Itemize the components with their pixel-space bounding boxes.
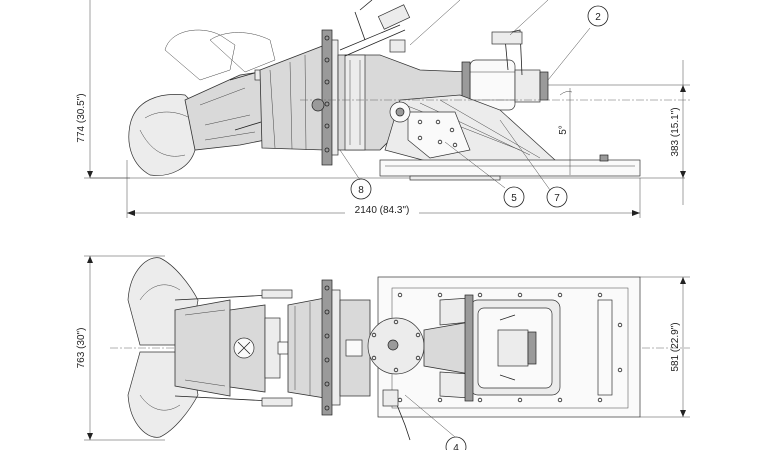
dim-side-shaft-height: 383 (15.1") (670, 107, 681, 156)
balloon-7-label: 7 (554, 193, 560, 204)
top-pump-tube (423, 321, 471, 375)
side-flange (321, 29, 333, 166)
side-view: 774 (30.5") 383 (15.1") 5° 2140 (84.3") … (76, 0, 690, 218)
dim-top-base-width: 581 (22.9") (670, 322, 681, 371)
dim-top-width: 763 (30") (76, 328, 87, 369)
side-housing (259, 44, 326, 151)
top-view: 763 (30") 581 (22.9") 4 (76, 255, 690, 450)
balloon-2: 2 (587, 5, 609, 27)
balloon-5-label: 5 (511, 193, 517, 204)
side-pulley (539, 71, 549, 101)
side-base-plate (379, 159, 641, 177)
dim-side-length: 2140 (84.3") (355, 205, 410, 216)
balloon-5: 5 (503, 186, 525, 208)
balloon-4: 4 (445, 436, 467, 450)
side-nozzle (184, 71, 266, 151)
balloon-8: 8 (350, 178, 372, 200)
dim-side-angle: 5° (558, 125, 569, 135)
balloon-2-label: 2 (595, 12, 601, 23)
dim-side-height: 774 (30.5") (76, 93, 87, 142)
balloon-8-label: 8 (358, 185, 364, 196)
top-nozzle (174, 299, 231, 397)
top-housing (287, 297, 326, 399)
top-flange (321, 279, 333, 416)
balloon-4-label: 4 (453, 443, 459, 450)
balloon-7: 7 (546, 186, 568, 208)
